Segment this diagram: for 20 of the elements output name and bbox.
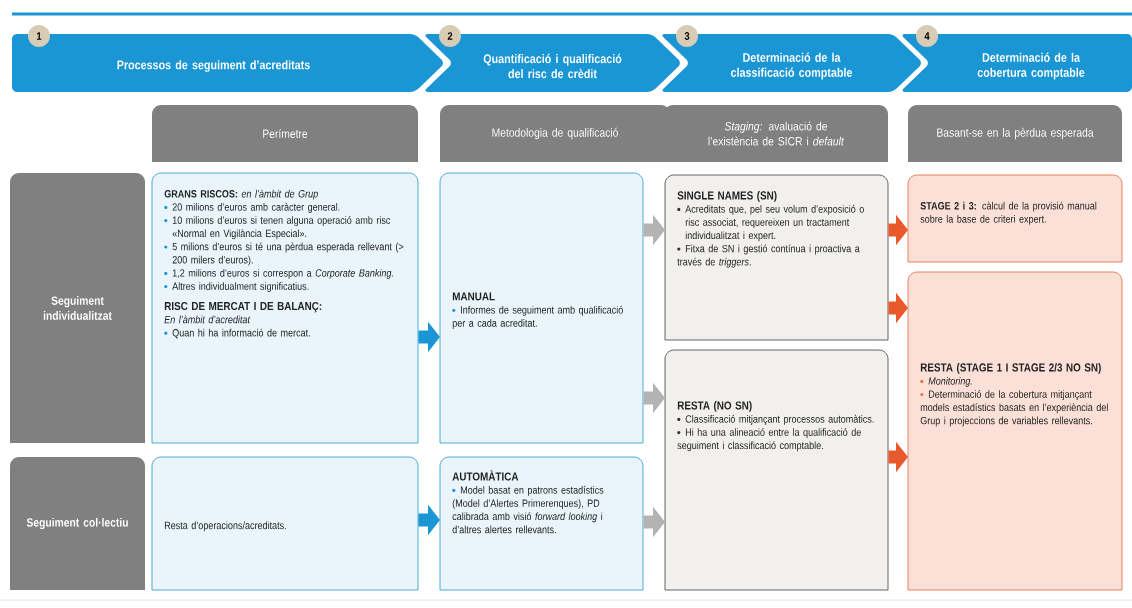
column-header: Metodologia de qualificació (440, 105, 670, 162)
step-number: 3 (676, 25, 698, 47)
node-label: Metodologia de qualificació (492, 127, 618, 140)
info-box: RESTA (STAGE 1 I STAGE 2/3 NO SN) Monitoring. Determinació de la cobertura mitjançant models estadístics basats en l’experiència del Grup i projeccions de variables rellevants. (907, 271, 1123, 591)
step-number: 2 (439, 25, 461, 47)
row-header: Seguiment individualitzat (10, 173, 145, 443)
info-box: SINGLE NAMES (SN) Acreditats que, pel seu volum d’exposició o risc associat, requereixen un tractament individualitzat i expert. Fitxa de SN i gestió contínua i proactiva a través de triggers. (664, 174, 889, 341)
column-header: Staging: avaluació de l’existència de SICR i default (664, 105, 888, 162)
row-header: Seguiment col·lectiu (10, 457, 145, 590)
column-header: Basant-se en la pèrdua esperada (908, 105, 1122, 162)
step-number: 4 (916, 25, 938, 47)
info-box: RESTA (NO SN) Classificació mitjançant processos automàtics. Hi ha una alineació entre la qualificació de seguiment i classificació comptable. (664, 349, 889, 591)
info-box: GRANS RISCOS: en l’àmbit de Grup 20 milions d’euros amb caràcter general. 10 milions d’euros si tenen alguna operació amb risc «Normal en Vigilància Especial». 5 milions d’euros si té una pèrdua esperada rellevant (> 200 milers d’euros). 1,2 milions d’euros si correspon a Corporate Banking. Altres individualment significatius. RISC DE MERCAT I DE BALANÇ: En l’àmbit d’acreditat Quan hi ha informació de mercat. (151, 172, 419, 444)
info-box: MANUAL Informes de seguiment amb qualificació per a cada acreditat. (439, 172, 644, 444)
info-box: Resta d’operacions/acreditats. (151, 456, 419, 591)
node-label: Staging: avaluació de l’existència de SICR i default (708, 121, 845, 146)
info-box: AUTOMÀTICA Model basat en patrons estadístics (Model d’Alertes Primerenques), PD calibrada amb visió forward looking i d’altres alertes rellevants. (439, 456, 644, 591)
step-number: 1 (28, 25, 50, 47)
info-box: STAGE 2 i 3: càlcul de la provisió manual sobre la base de criteri expert. (907, 174, 1123, 263)
column-header: Perímetre (152, 105, 418, 162)
